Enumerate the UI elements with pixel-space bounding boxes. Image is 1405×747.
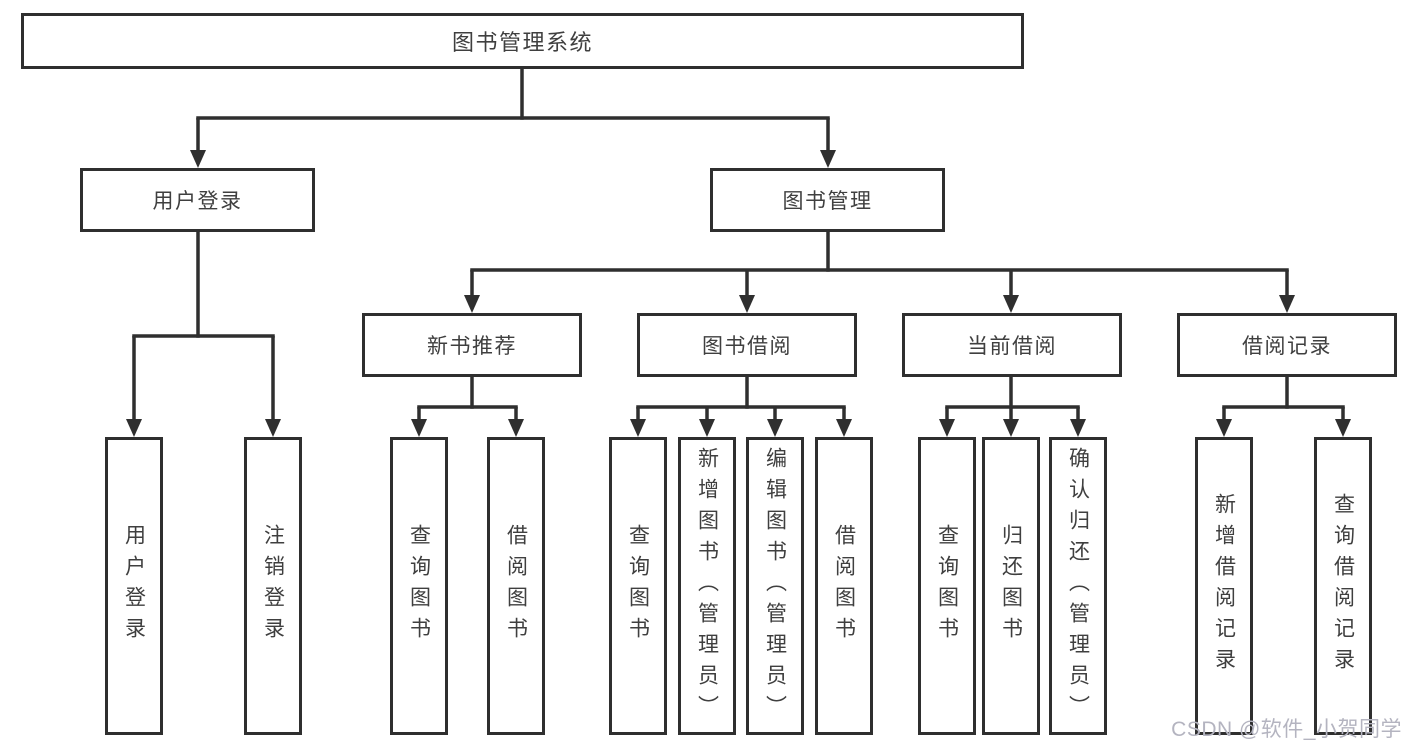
node-new-book-recommend: 新书推荐 xyxy=(362,313,582,377)
leaf-user-login: 用户登录 xyxy=(105,437,163,735)
leaf-query-books-recommend: 查询图书 xyxy=(390,437,448,735)
leaf-borrow-books: 借阅图书 xyxy=(815,437,873,735)
node-label: 归还图书 xyxy=(999,524,1023,648)
node-label: 查询借阅记录 xyxy=(1331,493,1355,679)
node-label: 图书管理系统 xyxy=(451,30,593,55)
node-library-management-system: 图书管理系统 xyxy=(21,13,1024,69)
connector-current-borrow xyxy=(939,377,1086,437)
node-label: 用户登录 xyxy=(152,190,243,213)
leaf-return-books: 归还图书 xyxy=(982,437,1040,735)
leaf-borrow-books-recommend: 借阅图书 xyxy=(487,437,545,735)
node-label: 借阅记录 xyxy=(1242,335,1332,358)
node-label: 当前借阅 xyxy=(967,335,1057,358)
csdn-watermark: CSDN @软件_小贺同学 xyxy=(1171,718,1402,741)
node-current-borrow: 当前借阅 xyxy=(902,313,1122,377)
connector-book-management xyxy=(464,232,1295,313)
leaf-query-books-borrow: 查询图书 xyxy=(609,437,667,735)
node-label: 用户登录 xyxy=(122,524,146,648)
node-label: 新增借阅记录 xyxy=(1212,493,1236,679)
node-label: 查询图书 xyxy=(407,524,431,648)
node-label: 确认归还（管理员） xyxy=(1066,446,1090,726)
node-label: 借阅图书 xyxy=(832,524,856,648)
connector-user-login xyxy=(126,232,281,437)
leaf-query-books-current: 查询图书 xyxy=(918,437,976,735)
node-book-borrow: 图书借阅 xyxy=(637,313,857,377)
leaf-confirm-return-admin: 确认归还（管理员） xyxy=(1049,437,1107,735)
leaf-query-borrow-record: 查询借阅记录 xyxy=(1314,437,1372,735)
leaf-add-books-admin: 新增图书（管理员） xyxy=(678,437,736,735)
connector-new-book-recommend xyxy=(411,377,524,437)
node-label: 注销登录 xyxy=(261,524,285,648)
node-label: 查询图书 xyxy=(935,524,959,648)
node-borrow-records: 借阅记录 xyxy=(1177,313,1397,377)
node-book-management: 图书管理 xyxy=(710,168,945,232)
connector-borrow-records xyxy=(1216,377,1351,437)
node-label: 编辑图书（管理员） xyxy=(763,446,787,726)
leaf-logout: 注销登录 xyxy=(244,437,302,735)
node-label: 图书管理 xyxy=(782,190,873,213)
node-label: 图书借阅 xyxy=(702,335,792,358)
node-label: 新增图书（管理员） xyxy=(695,446,719,726)
node-label: 借阅图书 xyxy=(504,524,528,648)
node-label: 查询图书 xyxy=(626,524,650,648)
leaf-edit-books-admin: 编辑图书（管理员） xyxy=(746,437,804,735)
connector-root xyxy=(190,69,836,168)
node-user-login: 用户登录 xyxy=(80,168,315,232)
node-label: 新书推荐 xyxy=(427,335,517,358)
connector-book-borrow xyxy=(630,377,852,437)
leaf-add-borrow-record: 新增借阅记录 xyxy=(1195,437,1253,735)
